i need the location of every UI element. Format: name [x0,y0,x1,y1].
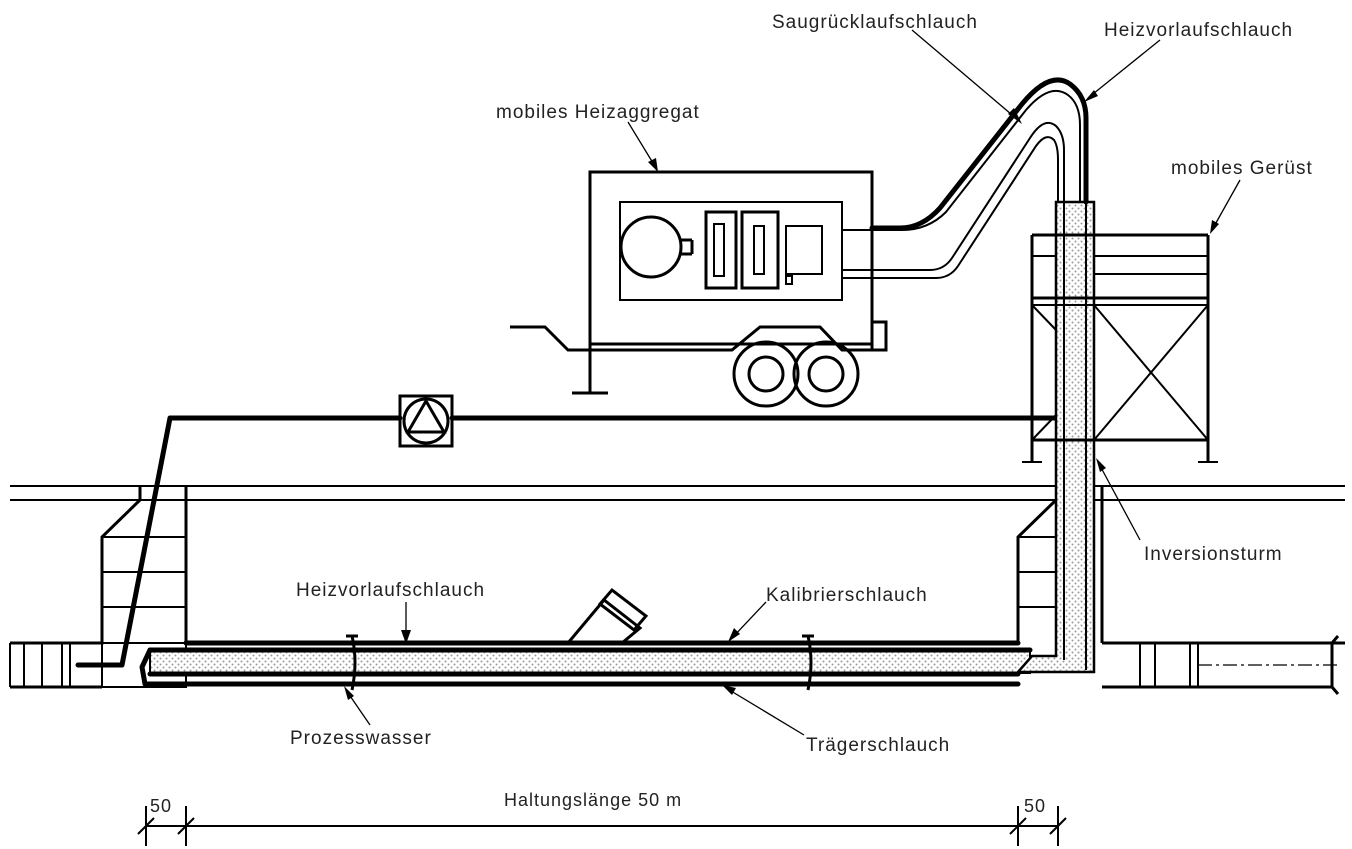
dimension-main-label: Haltungslänge 50 m [504,790,682,810]
label-mobiles-geruest: mobiles Gerüst [1171,158,1313,179]
ground-surface [10,485,1345,501]
label-prozesswasser: Prozesswasser [290,728,432,749]
side-connection [564,587,649,645]
mobile-scaffold [1022,233,1218,463]
pump-icon [398,394,454,448]
dimension-line [137,806,1067,846]
dimension-right-label: 50 [1024,796,1046,816]
inversion-tower [1015,200,1096,674]
label-heizvorlaufschlauch-top: Heizvorlaufschlauch [1104,20,1293,41]
left-manhole [9,486,188,689]
mobile-heating-unit [510,170,888,408]
heizvorlauf-hose-top [869,77,1089,231]
label-kalibrierschlauch: Kalibrierschlauch [766,585,928,606]
saugruecklauf-hose [842,90,1081,279]
leader-lines [344,29,1241,736]
label-mobiles-heizaggregat: mobiles Heizaggregat [496,102,700,123]
dimension-left-label: 50 [150,796,172,816]
label-traegerschlauch: Trägerschlauch [806,735,950,756]
heizvorlauf-hose-left [75,415,1059,668]
label-heizvorlaufschlauch-bottom: Heizvorlaufschlauch [296,580,485,601]
label-saugruecklaufschlauch: Saugrücklaufschlauch [772,12,978,33]
right-manhole [1016,486,1345,695]
label-inversionsturm: Inversionsturm [1144,544,1283,565]
